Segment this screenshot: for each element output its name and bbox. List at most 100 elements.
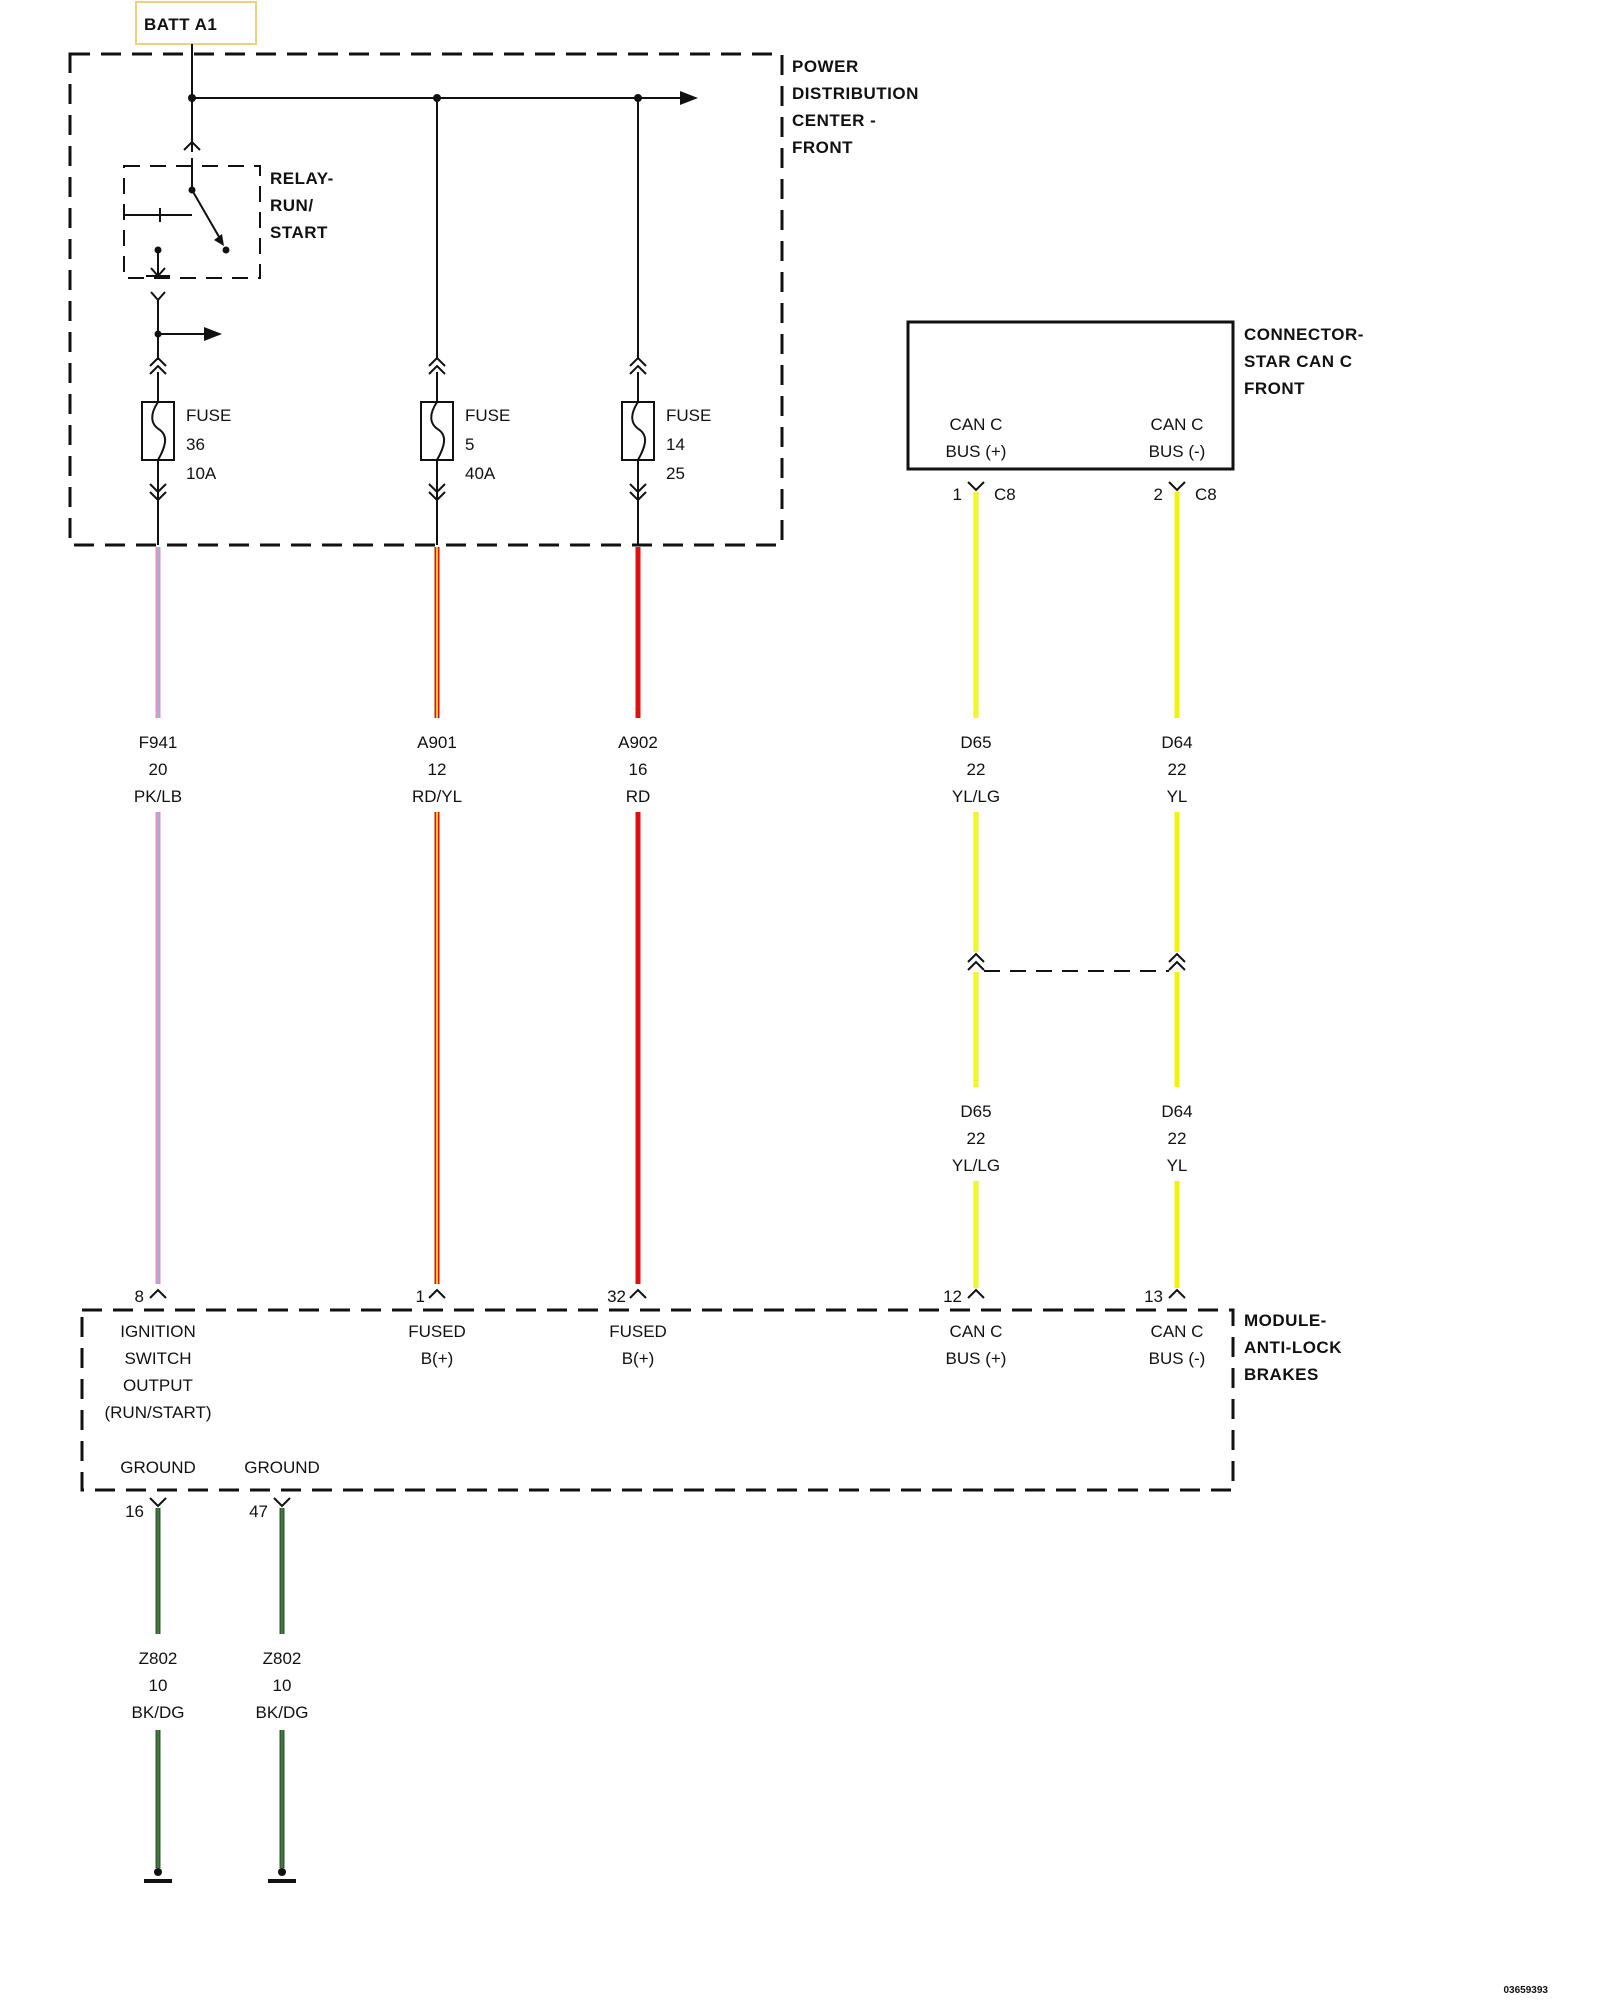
relay-output-terminal [150,291,166,302]
abs-pin-32-number: 32 [607,1287,626,1306]
wire-a901-gauge: 12 [428,760,447,779]
fuse-14-body [621,401,655,461]
ground-wire-1-color: BK/DG [132,1703,185,1722]
wire-d65-color: YL/LG [952,787,1000,806]
fuse-36-label: FUSE [186,406,231,425]
star-pin-1-connector: C8 [994,485,1016,504]
pdc-title-line-2: DISTRIBUTION [792,84,919,103]
abs-pin-13-name-line-2: BUS (-) [1149,1349,1206,1368]
wire-a901-color: RD/YL [412,787,462,806]
star-pin-1-name-line-2: BUS (+) [946,442,1007,461]
fuse-5-bottom-connector [428,483,446,502]
abs-pin-8-terminal [149,1288,167,1299]
fuse-36-rating: 10A [186,464,217,483]
star-pin-2-name-line-2: BUS (-) [1149,442,1206,461]
pdc-outline [68,52,784,547]
abs-pin-8-number: 8 [135,1287,144,1306]
star-pin-2-terminal [1168,481,1186,492]
wire-d64-gauge: 22 [1168,760,1187,779]
star-pin-2-connector: C8 [1195,485,1217,504]
star-connector-box [906,320,1235,471]
fuse-14-top-connector [629,356,647,375]
pdc-title-line-1: POWER [792,57,859,76]
abs-module-outline [80,1308,1235,1492]
abs-ground-47-name: GROUND [244,1458,320,1477]
ground-wire-1-gauge: 10 [149,1676,168,1695]
wire-labels-upper: F941 20 PK/LB A901 12 RD/YL A902 16 RD D… [134,733,1193,806]
wire-a902-id: A902 [618,733,658,752]
fuse-5-rating: 40A [465,464,496,483]
bus-arrow [680,91,698,105]
wire-f941-id: F941 [139,733,178,752]
relay-title-line-3: START [270,223,328,242]
fuse-14-rating: 25 [666,464,685,483]
star-pin-1-name-line-1: CAN C [950,415,1003,434]
abs-title-line-1: MODULE- [1244,1311,1327,1330]
relay-switch-arrowhead [214,234,224,246]
ground-wire-2-id: Z802 [263,1649,302,1668]
fuse-36-number: 36 [186,435,205,454]
abs-ground-47-terminal [273,1497,291,1508]
wire-d65-lower-gauge: 22 [967,1129,986,1148]
abs-pin-8-name-line-2: SWITCH [124,1349,191,1368]
wire-d65-gauge: 22 [967,760,986,779]
fuse-36-top-connector [149,356,167,375]
wire-d64-lower-id: D64 [1161,1102,1192,1121]
relay-outline [123,165,261,279]
wire-d64-lower-gauge: 22 [1168,1129,1187,1148]
abs-ground-16-name: GROUND [120,1458,196,1477]
abs-pin-1-number: 1 [416,1287,425,1306]
abs-pin-8-name-line-3: OUTPUT [123,1376,193,1395]
fuse-5 [420,98,454,545]
fuse-36-body [141,401,175,461]
battery-label-box [135,1,257,45]
figure-id: 03659393 [1504,1985,1549,1996]
abs-pin-13-number: 13 [1144,1287,1163,1306]
ground-wire-1-id: Z802 [139,1649,178,1668]
relay-coil-arrow [150,267,166,278]
fuse-5-element [430,401,445,461]
wire-layer [155,492,1180,1868]
ground-wire-2-color: BK/DG [256,1703,309,1722]
wire-labels-lower: D65 22 YL/LG D64 22 YL [952,1102,1193,1175]
wire-f941-color: PK/LB [134,787,182,806]
abs-pin-1-terminal [428,1288,446,1299]
star-connector-title-line-3: FRONT [1244,379,1305,398]
abs-pin-1-name-line-1: FUSED [408,1322,466,1341]
star-connector-title-line-1: CONNECTOR- [1244,325,1364,344]
abs-pin-12-name-line-2: BUS (+) [946,1349,1007,1368]
star-connector-title-line-2: STAR CAN C [1244,352,1353,371]
fuse-5-label: FUSE [465,406,510,425]
fuse-5-body [420,401,454,461]
abs-pin-8-name-line-4: (RUN/START) [104,1403,211,1422]
ground-symbol-2 [268,1868,296,1883]
fuse-14-number: 14 [666,435,685,454]
abs-ground-47-number: 47 [249,1502,268,1521]
wire-a902-color: RD [626,787,651,806]
can-minus-splice-connector [1168,952,1186,971]
fuse-5-top-connector [428,356,446,375]
abs-pin-8-name-line-1: IGNITION [120,1322,196,1341]
star-pin-1-number: 1 [953,485,962,504]
abs-pin-1-name-line-2: B(+) [421,1349,454,1368]
wire-a902-gauge: 16 [629,760,648,779]
abs-title-line-2: ANTI-LOCK [1244,1338,1342,1357]
abs-pin-32-terminal [629,1288,647,1299]
wire-d64-color: YL [1167,787,1188,806]
ground-symbol-1 [144,1868,172,1883]
abs-ground-16-terminal [149,1497,167,1508]
wire-d65-lower-id: D65 [960,1102,991,1121]
abs-pin-32-name-line-2: B(+) [622,1349,655,1368]
relay-input-terminal [183,140,201,151]
abs-pin-13-terminal [1168,1288,1186,1299]
relay-title-line-2: RUN/ [270,196,314,215]
fuse-36-bottom-connector [149,483,167,502]
relay-output-arrow [204,327,222,341]
wire-d64-lower-color: YL [1167,1156,1188,1175]
wire-d65-id: D65 [960,733,991,752]
ground-1-dot [154,1868,162,1876]
battery-label: BATT A1 [144,15,217,34]
fuse-5-number: 5 [465,435,474,454]
pdc-title-line-3: CENTER - [792,111,876,130]
